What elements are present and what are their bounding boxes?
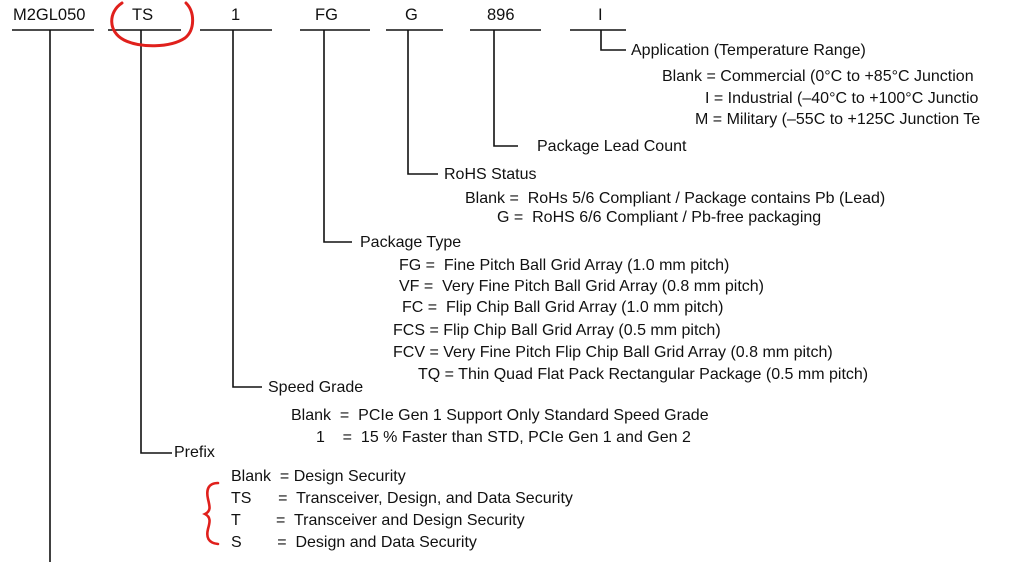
- rohs-option-blank: Blank = RoHs 5/6 Compliant / Package con…: [465, 190, 886, 207]
- segment-lead-count: 896: [487, 6, 515, 24]
- segment-application: I: [598, 6, 603, 24]
- package-type-option-fcs: FCS = Flip Chip Ball Grid Array (0.5 mm …: [393, 322, 721, 339]
- segment-speed-grade: 1: [231, 6, 241, 24]
- prefix-option-t: T = Transceiver and Design Security: [231, 512, 525, 529]
- segment-rohs: G: [405, 6, 418, 24]
- speed-grade-title: Speed Grade: [268, 379, 364, 396]
- circle-annotation: [110, 1, 195, 48]
- package-type-option-tq: TQ = Thin Quad Flat Pack Rectangular Pac…: [418, 366, 869, 383]
- application-option-industrial: I = Industrial (–40°C to +100°C Junctio: [705, 90, 979, 107]
- segment-package-type: FG: [315, 6, 338, 24]
- brace-annotation: [202, 481, 220, 546]
- prefix-title: Prefix: [174, 444, 215, 461]
- package-type-option-fc: FC = Flip Chip Ball Grid Array (1.0 mm p…: [402, 299, 724, 316]
- rohs-title: RoHS Status: [444, 166, 537, 183]
- prefix-option-s: S = Design and Data Security: [231, 534, 477, 551]
- package-type-option-fg: FG = Fine Pitch Ball Grid Array (1.0 mm …: [399, 257, 730, 274]
- application-option-military: M = Military (–55C to +125C Junction Te: [695, 111, 981, 128]
- segment-prefix: TS: [132, 6, 154, 24]
- prefix-option-ts: TS = Transceiver, Design, and Data Secur…: [231, 490, 573, 507]
- prefix-option-blank: Blank = Design Security: [231, 468, 406, 485]
- speed-grade-option-1: 1 = 15 % Faster than STD, PCIe Gen 1 and…: [316, 429, 691, 446]
- package-type-option-fcv: FCV = Very Fine Pitch Flip Chip Ball Gri…: [393, 344, 833, 361]
- package-type-title: Package Type: [360, 234, 462, 251]
- application-option-commercial: Blank = Commercial (0°C to +85°C Junctio…: [662, 68, 974, 85]
- package-type-option-vf: VF = Very Fine Pitch Ball Grid Array (0.…: [399, 278, 764, 295]
- rohs-option-g: G = RoHS 6/6 Compliant / Pb-free packagi…: [497, 209, 822, 226]
- application-title: Application (Temperature Range): [631, 42, 866, 59]
- package-lead-count-title: Package Lead Count: [537, 138, 687, 155]
- speed-grade-option-blank: Blank = PCIe Gen 1 Support Only Standard…: [291, 407, 709, 424]
- segment-device: M2GL050: [13, 6, 86, 24]
